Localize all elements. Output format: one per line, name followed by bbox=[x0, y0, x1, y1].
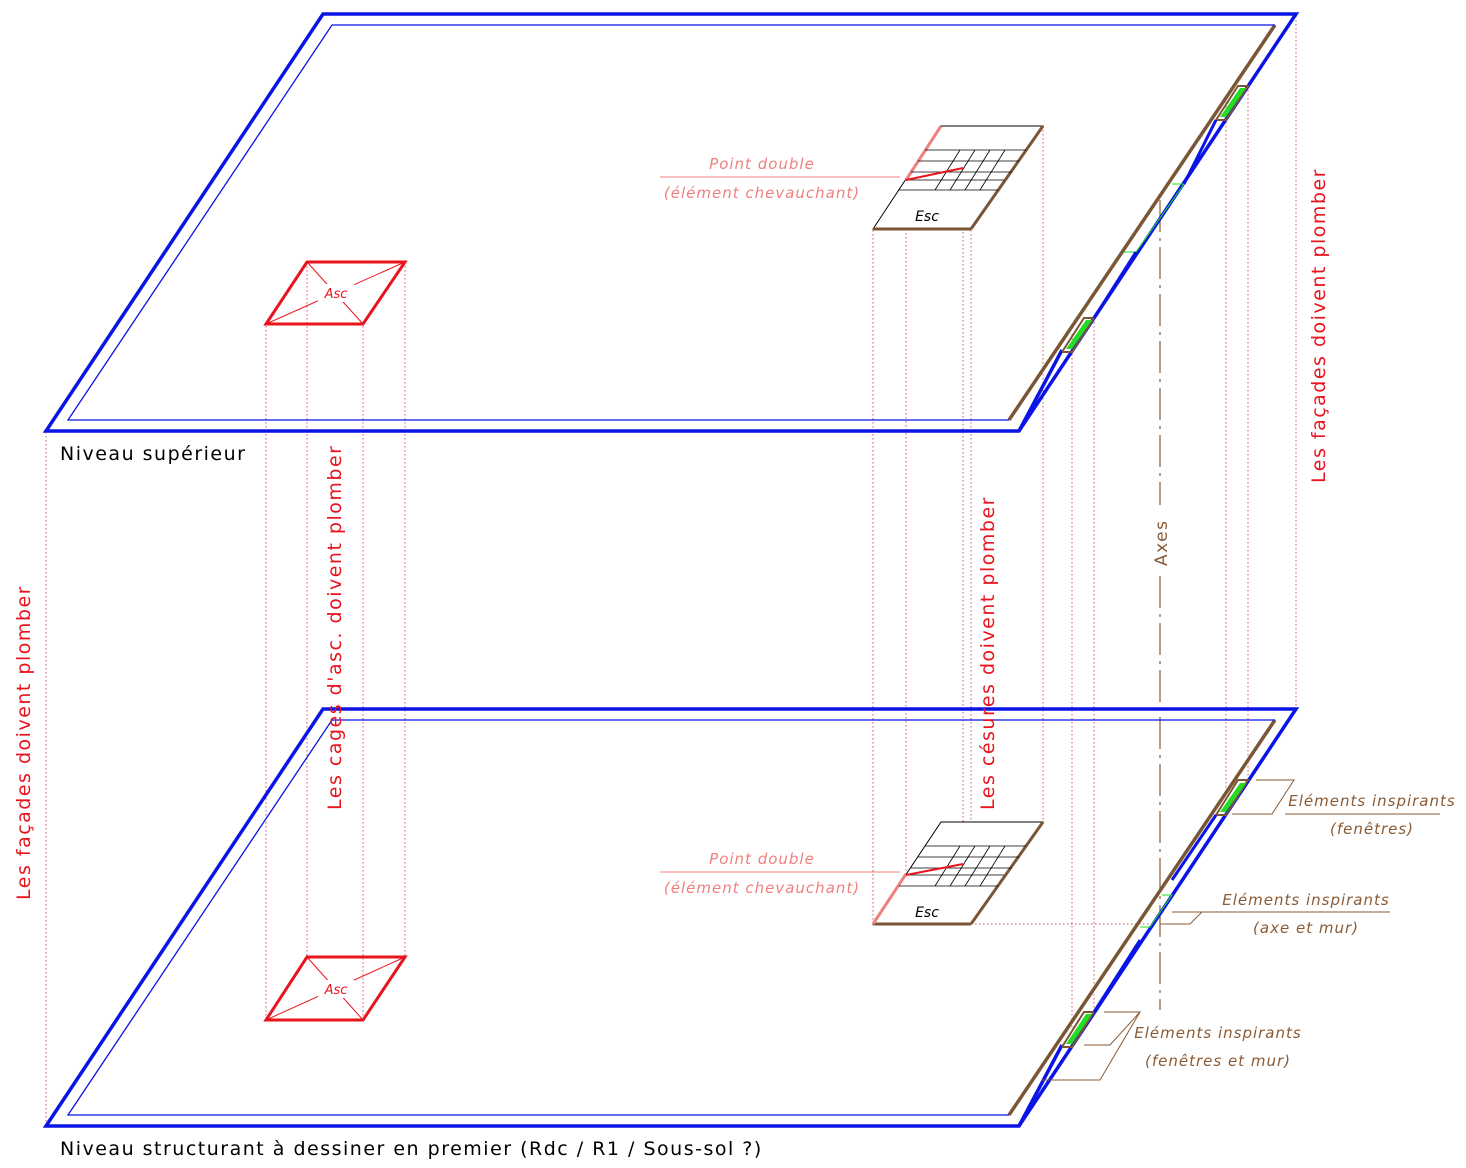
elevator-label-upper: Asc bbox=[324, 287, 348, 302]
breaks-rule: Les césures doivent plomber bbox=[977, 496, 999, 810]
stair-lower: Esc bbox=[871, 821, 1045, 926]
point-double-sub-upper: (élément chevauchant) bbox=[664, 184, 860, 202]
stair-upper: Esc bbox=[872, 125, 1045, 231]
level-upper-label: Niveau supérieur bbox=[60, 443, 246, 465]
stair-label-upper: Esc bbox=[915, 209, 939, 225]
elevator-upper: Asc bbox=[263, 260, 408, 326]
inspiring-axis-sub: (axe et mur) bbox=[1253, 919, 1359, 937]
upper-level-slab bbox=[42, 12, 1300, 433]
point-double-title-lower: Point double bbox=[709, 850, 815, 868]
inspiring-axis-title: Eléments inspirants bbox=[1222, 891, 1389, 909]
level-structuring-label: Niveau structurant à dessiner en premier… bbox=[60, 1138, 763, 1160]
callout-leaders bbox=[660, 176, 1440, 1081]
inspiring-windows-wall-title: Eléments inspirants bbox=[1134, 1024, 1301, 1042]
inspiring-windows-sub: (fenêtres) bbox=[1330, 820, 1414, 838]
elevator-lower: Asc bbox=[263, 955, 408, 1022]
structuring-level-slab bbox=[42, 707, 1300, 1128]
elevator-cages-rule: Les cages d'asc. doivent plomber bbox=[324, 445, 346, 810]
inspiring-windows-title: Eléments inspirants bbox=[1288, 792, 1455, 810]
elevator-label-lower: Asc bbox=[324, 983, 348, 998]
facades-rule-left: Les façades doivent plomber bbox=[13, 585, 35, 900]
axes-label: Axes bbox=[1152, 520, 1172, 566]
stair-label-lower: Esc bbox=[915, 905, 939, 921]
projection-lines bbox=[45, 16, 1297, 1126]
point-double-title-upper: Point double bbox=[709, 155, 815, 173]
axis-line: Axes bbox=[1148, 200, 1172, 1010]
point-double-sub-lower: (élément chevauchant) bbox=[664, 879, 860, 897]
inspiring-windows-wall-sub: (fenêtres et mur) bbox=[1145, 1052, 1291, 1070]
facades-rule-right: Les façades doivent plomber bbox=[1308, 168, 1330, 483]
